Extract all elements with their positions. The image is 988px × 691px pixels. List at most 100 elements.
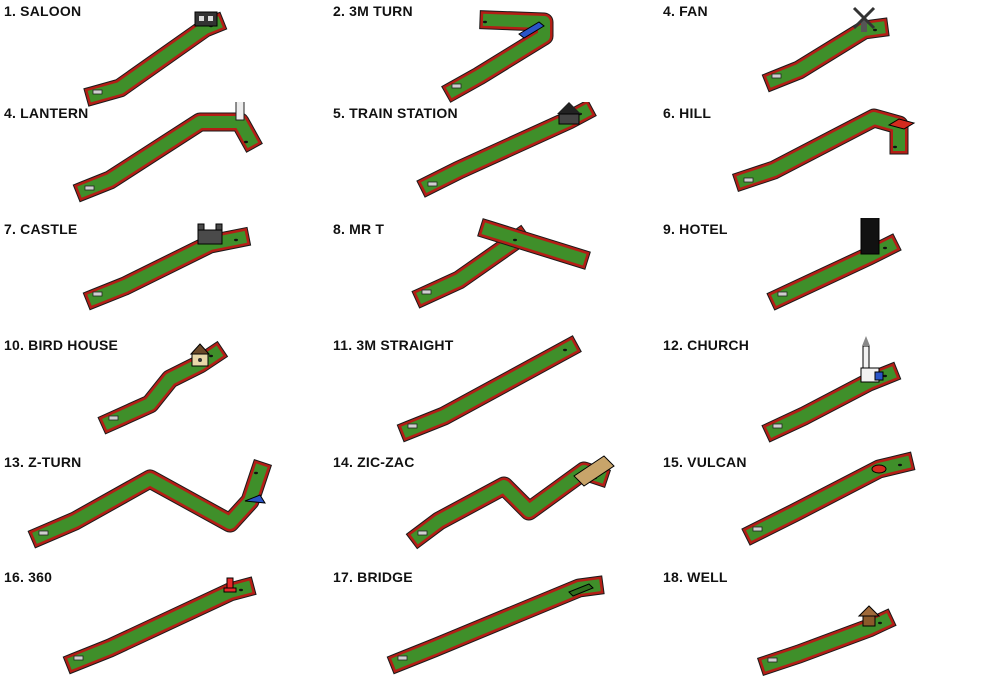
hole-title: 11. 3M STRAIGHT [333, 337, 454, 353]
tee-mat [752, 526, 763, 532]
hole-card: 7. CASTLE [0, 218, 329, 333]
volcano-hole-obstacle [871, 464, 887, 474]
course-green [761, 613, 892, 672]
hole-title: 4. LANTERN [4, 105, 89, 121]
cup [254, 471, 258, 475]
castle-obstacle [197, 223, 223, 245]
hole-title: 10. BIRD HOUSE [4, 337, 119, 353]
cup [239, 588, 243, 592]
hole-title: 15. VULCAN [663, 454, 747, 470]
z-turn-obstacle [244, 494, 266, 504]
red-hill-obstacle [887, 118, 916, 130]
hole-title: 16. 360 [4, 569, 53, 585]
course-drawing [82, 223, 252, 311]
hole-card: 13. Z-TURN [0, 451, 329, 566]
course-green [736, 112, 905, 188]
course-drawing [731, 108, 916, 193]
cup [209, 354, 213, 358]
tee-mat [743, 177, 754, 183]
course-drawing [83, 11, 228, 107]
hole-card: 10. BIRD HOUSE [0, 334, 329, 449]
tee-mat [407, 423, 418, 429]
tee-mat [92, 291, 103, 297]
hole-title: 1. SALOON [4, 3, 82, 19]
blue-ramp-obstacle [518, 21, 545, 39]
hole-card: 9. HOTEL [659, 218, 988, 333]
course-green [391, 579, 601, 670]
lighthouse-obstacle [235, 102, 245, 121]
cup [878, 621, 882, 625]
hole-title: 13. Z-TURN [4, 454, 82, 470]
hole-card: 6. HILL [659, 102, 988, 217]
course-drawing [27, 458, 273, 549]
hole-card: 4. LANTERN [0, 102, 329, 217]
hole-card: 5. TRAIN STATION [329, 102, 658, 217]
hole-card: 2. 3M TURN [329, 0, 658, 115]
bridge-obstacle [568, 583, 594, 597]
hole-title: 12. CHURCH [663, 337, 750, 353]
cup [483, 20, 487, 24]
windmill-obstacle [852, 6, 876, 32]
tee-mat [767, 657, 778, 663]
zigzag-ramps-obstacle [573, 455, 615, 487]
hole-title: 7. CASTLE [4, 221, 78, 237]
hole-title: 8. MR T [333, 221, 385, 237]
tee-mat [427, 181, 438, 187]
tee-mat [421, 289, 432, 295]
hole-title: 18. WELL [663, 569, 728, 585]
birdhouse-obstacle [189, 343, 211, 367]
course-green [87, 230, 248, 306]
well-obstacle [857, 605, 881, 627]
course-green [745, 455, 912, 542]
hole-card: 14. ZIC-ZAC [329, 451, 658, 566]
hole-title: 6. HILL [663, 105, 712, 121]
course-drawing [411, 218, 591, 309]
hole-card: 15. VULCAN [659, 451, 988, 566]
church-obstacle [860, 336, 884, 383]
course-green [416, 229, 528, 304]
course-drawing [405, 455, 615, 550]
cup [234, 238, 238, 242]
tee-mat [397, 655, 408, 661]
course-green [77, 116, 259, 198]
hole-card: 17. BRIDGE [329, 566, 658, 681]
hole-card: 1. SALOON [0, 0, 329, 115]
hole-card: 12. CHURCH [659, 334, 988, 449]
course-drawing [741, 451, 916, 546]
hole-card: 16. 360 [0, 566, 329, 681]
hole-card: 8. MR T [329, 218, 658, 333]
tee-mat [73, 655, 84, 661]
tee-mat [38, 530, 49, 536]
course-drawing [386, 575, 605, 675]
hole-title: 9. HOTEL [663, 221, 728, 237]
cup [898, 463, 902, 467]
cup [893, 145, 897, 149]
course-drawing [761, 336, 902, 443]
cup [883, 374, 887, 378]
tee-mat [417, 530, 428, 536]
course-drawing [761, 6, 890, 93]
hole-title: 4. FAN [663, 3, 708, 19]
course-green [445, 13, 550, 99]
course-green [87, 16, 223, 103]
course-drawing [97, 340, 229, 435]
tee-mat [777, 291, 788, 297]
tee-mat [771, 73, 782, 79]
course-green-branch [481, 222, 587, 266]
tee-mat [108, 415, 119, 421]
hole-card: 18. WELL [659, 566, 988, 681]
course-drawing [72, 102, 263, 203]
tee-mat [772, 423, 783, 429]
cup [873, 28, 877, 32]
tee-mat [92, 89, 103, 95]
cup [513, 238, 517, 242]
hole-card: 11. 3M STRAIGHT [329, 334, 658, 449]
course-green [67, 580, 253, 670]
cup [563, 348, 567, 352]
course-green [401, 339, 578, 438]
loop-obstacle [223, 577, 237, 593]
course-green [766, 21, 886, 88]
hole-card: 4. FAN [659, 0, 988, 115]
hotel-tower-obstacle [860, 218, 880, 255]
